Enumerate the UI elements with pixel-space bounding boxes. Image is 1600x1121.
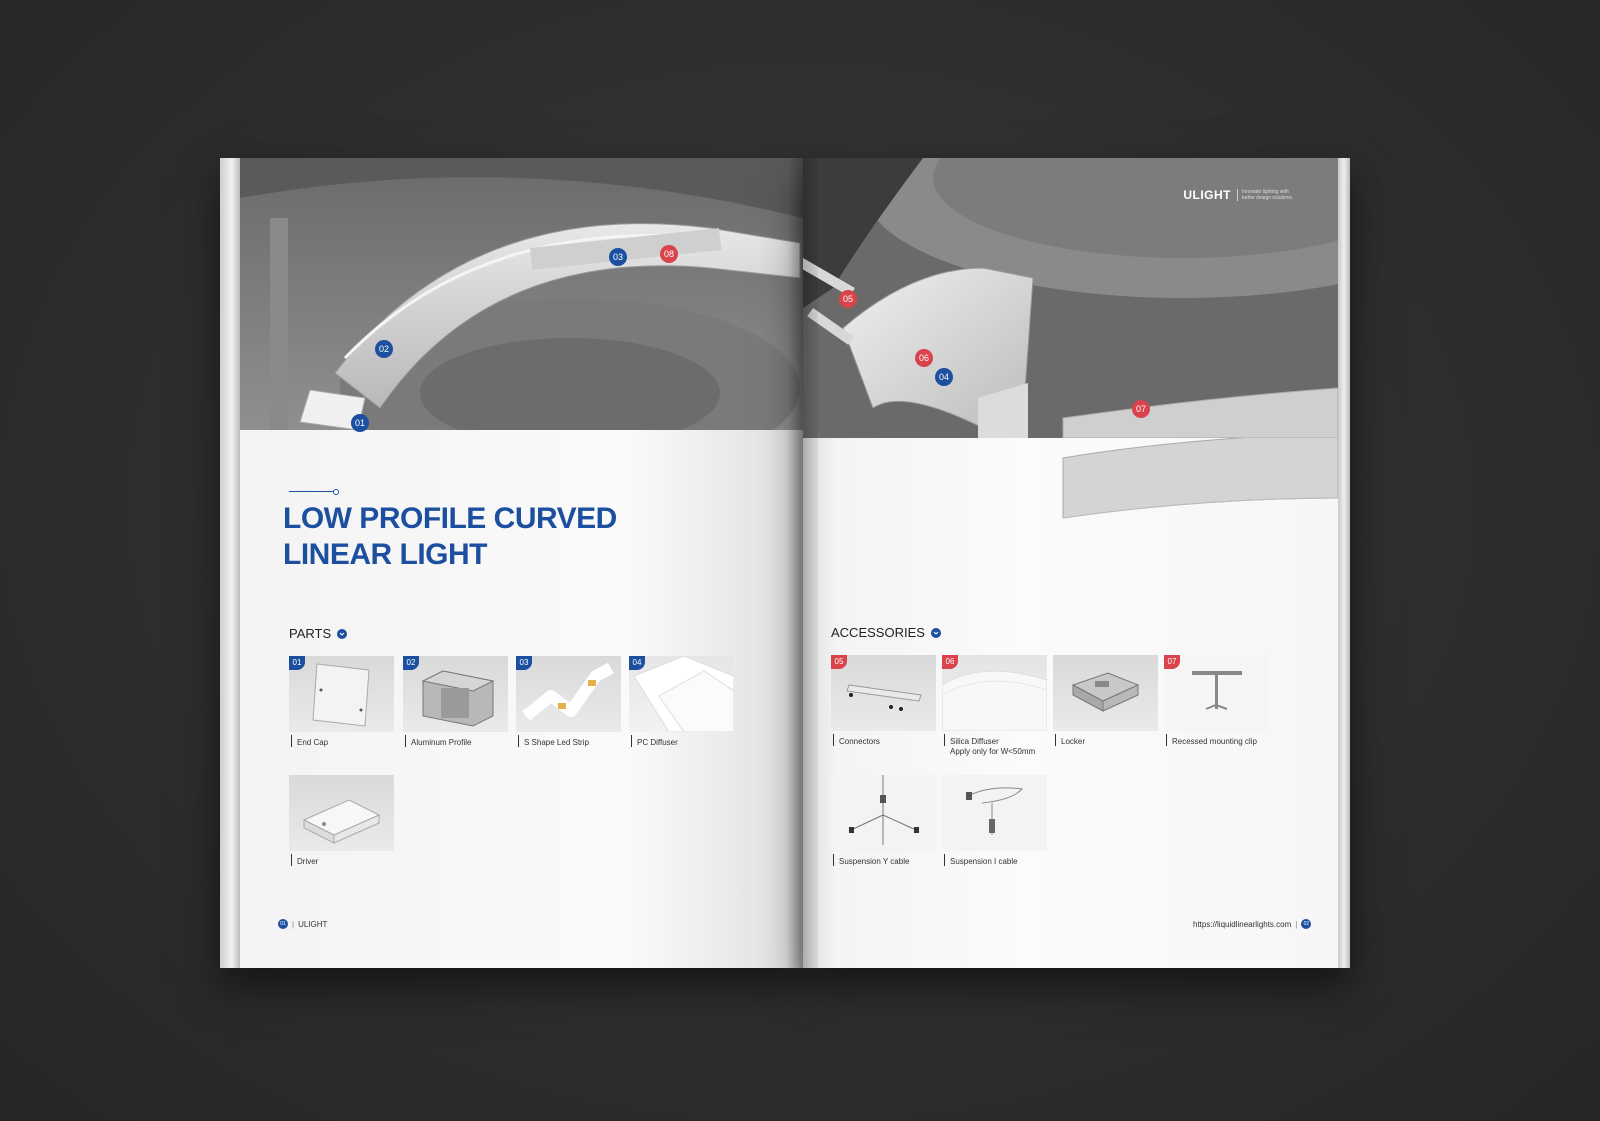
accessory-label: Suspension I cable: [950, 857, 1018, 866]
footer-right: https://liquidlinearlights.com | 02: [1193, 919, 1312, 929]
i-cable-icon: [966, 787, 1024, 835]
callout-08: 08: [660, 245, 678, 263]
left-page: LOW PROFILE CURVED LINEAR LIGHT PARTS 01…: [220, 158, 803, 968]
accessory-label: Silica Diffuser: [950, 737, 999, 746]
end-cap-thumbnail: 01: [289, 656, 394, 732]
accessory-label: Suspension Y cable: [839, 857, 910, 866]
part-caption: Driver: [289, 854, 394, 867]
pc-diffuser-icon: [633, 656, 734, 732]
footer-divider: |: [1295, 919, 1298, 929]
accessories-heading-label: ACCESSORIES: [831, 625, 925, 640]
locker-icon: [1071, 672, 1140, 712]
part-caption: Aluminum Profile: [403, 735, 508, 748]
logo-text: ULIGHT: [1183, 188, 1231, 202]
part-number-badge: 04: [629, 656, 645, 670]
part-item: 01 End Cap: [289, 656, 394, 748]
accessory-caption: Connectors: [831, 734, 936, 747]
part-item: 04 PC Diffuser: [629, 656, 734, 748]
title-rule: [289, 489, 339, 495]
callout-02: 02: [375, 340, 393, 358]
footer-left: 01 | ULIGHT: [278, 919, 327, 929]
accessory-caption: Recessed mounting clip: [1164, 734, 1269, 747]
aluminum-profile-thumbnail: 02: [403, 656, 508, 732]
y-cable-icon: [849, 775, 919, 845]
parts-heading: PARTS: [289, 626, 348, 641]
accessory-item: Locker: [1053, 655, 1158, 747]
part-caption: PC Diffuser: [629, 735, 734, 748]
y-cable-thumbnail: [831, 775, 936, 851]
footer-brand: ULIGHT: [298, 919, 328, 929]
accessory-number-badge: 07: [1164, 655, 1180, 669]
connector-icon: [846, 684, 922, 711]
chevron-down-icon: [930, 627, 941, 638]
silica-diffuser-icon: [942, 670, 1047, 731]
aluminum-profile-icon: [421, 670, 495, 727]
callout-05: 05: [839, 290, 857, 308]
led-strip-thumbnail: 03: [516, 656, 621, 732]
accessory-sublabel: Apply only for W<50mm: [950, 747, 1036, 756]
page-number-badge: 02: [1301, 919, 1312, 929]
accessory-item: 06 Silica Diffuser Apply only for W<50mm: [942, 655, 1047, 757]
parts-heading-label: PARTS: [289, 626, 332, 641]
i-cable-thumbnail: [942, 775, 1047, 851]
page-number-badge: 01: [278, 919, 288, 929]
curved-bar-lower: [1062, 438, 1338, 519]
accessory-number-badge: 06: [942, 655, 958, 669]
locker-thumbnail: [1053, 655, 1158, 731]
callout-03: 03: [609, 248, 627, 266]
pc-diffuser-thumbnail: 04: [629, 656, 734, 732]
connector-thumbnail: 05: [831, 655, 936, 731]
driver-icon: [302, 799, 381, 844]
accessory-label: Connectors: [839, 737, 880, 746]
right-page-edge: [1338, 158, 1350, 968]
accessory-caption: Suspension Y cable: [831, 854, 936, 867]
brand-logo: ULIGHT Innovate lighting with better des…: [1183, 188, 1298, 202]
accessory-caption: Silica Diffuser Apply only for W<50mm: [942, 734, 1047, 757]
accessory-number-badge: 05: [831, 655, 847, 669]
part-item: Driver: [289, 775, 394, 867]
footer-url[interactable]: https://liquidlinearlights.com: [1193, 919, 1292, 929]
left-hero-image: [240, 158, 803, 430]
end-cap-icon: [312, 663, 370, 727]
right-page: ULIGHT Innovate lighting with better des…: [803, 158, 1350, 968]
accessory-label: Locker: [1061, 737, 1086, 746]
accessory-item: 05 Connectors: [831, 655, 936, 747]
callout-07: 07: [1132, 400, 1150, 418]
accessory-item: Suspension I cable: [942, 775, 1047, 867]
accessory-item: Suspension Y cable: [831, 775, 936, 867]
part-number-badge: 03: [516, 656, 532, 670]
accessory-caption: Suspension I cable: [942, 854, 1047, 867]
part-item: 02 Aluminum Profile: [403, 656, 508, 748]
right-hero-image: ULIGHT Innovate lighting with better des…: [803, 158, 1338, 438]
footer-divider: |: [292, 919, 295, 929]
accessory-caption: Locker: [1053, 734, 1158, 747]
silica-diffuser-thumbnail: 06: [942, 655, 1047, 731]
callout-01: 01: [351, 414, 369, 432]
mounting-clip-icon: [1192, 671, 1242, 710]
accessory-item: 07 Recessed mounting clip: [1164, 655, 1269, 747]
callout-06: 06: [915, 349, 933, 367]
curved-profile-illustration-right: [803, 158, 1338, 438]
driver-thumbnail: [289, 775, 394, 851]
chevron-down-icon: [337, 628, 348, 639]
title-line-1: LOW PROFILE CURVED: [283, 502, 617, 535]
curved-profile-illustration-left: [240, 158, 803, 430]
accessory-label: Recessed mounting clip: [1172, 737, 1257, 746]
part-number-badge: 01: [289, 656, 305, 670]
part-number-badge: 02: [403, 656, 419, 670]
left-page-edge: [220, 158, 240, 968]
part-caption: S Shape Led Strip: [516, 735, 621, 748]
page-title: LOW PROFILE CURVED LINEAR LIGHT: [283, 501, 643, 573]
callout-04: 04: [935, 368, 953, 386]
mounting-clip-thumbnail: 07: [1164, 655, 1269, 731]
accessories-heading: ACCESSORIES: [831, 625, 941, 640]
led-strip-icon: [522, 662, 614, 721]
logo-tagline: Innovate lighting with better design sol…: [1237, 189, 1298, 201]
title-line-2: LINEAR LIGHT: [283, 538, 488, 571]
part-caption: End Cap: [289, 735, 394, 748]
part-item: 03 S Shape Led Strip: [516, 656, 621, 748]
